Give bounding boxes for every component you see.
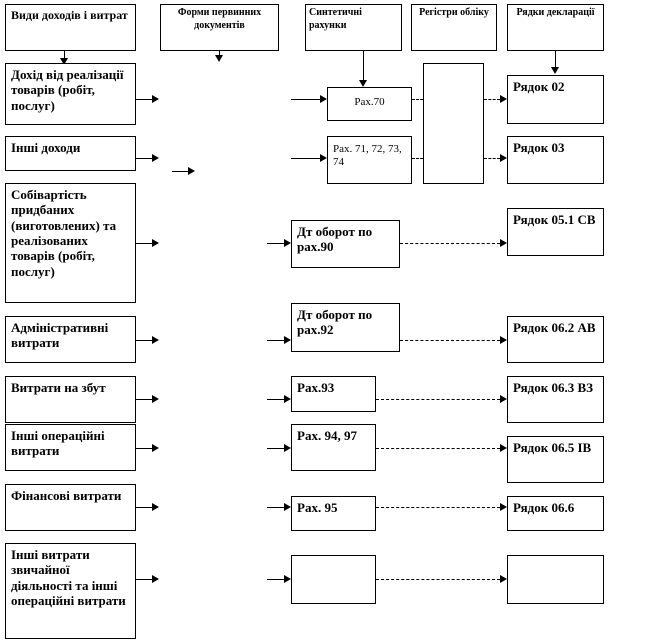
arrow-head bbox=[152, 444, 159, 452]
connector-line bbox=[267, 340, 284, 341]
arrow-head bbox=[152, 575, 159, 583]
connector-line bbox=[136, 448, 152, 449]
connector-line bbox=[267, 399, 284, 400]
row-label-admin: Адміністративні витрати bbox=[5, 316, 136, 363]
connector-line bbox=[136, 399, 152, 400]
account-box-71-74: Рах. 71, 72, 73, 74 bbox=[327, 136, 412, 184]
declaration-box-065: Рядок 06.5 ІВ bbox=[507, 436, 604, 483]
arrow-head bbox=[188, 167, 195, 175]
header-types: Види доходів і витрат bbox=[5, 4, 136, 51]
header-synthetic: Синтетичні рахунки bbox=[305, 4, 402, 51]
connector-line bbox=[484, 158, 500, 159]
account-box-92: Дт оборот по рах.92 bbox=[291, 303, 400, 352]
connector-line bbox=[400, 340, 500, 341]
declaration-box-empty bbox=[507, 555, 604, 604]
connector-line bbox=[136, 340, 152, 341]
connector-line bbox=[400, 243, 500, 244]
account-box-93: Рах.93 bbox=[291, 376, 376, 412]
registers-box bbox=[423, 63, 484, 184]
arrow-head bbox=[500, 95, 507, 103]
declaration-box-03: Рядок 03 bbox=[507, 136, 604, 184]
header-forms: Форми первинних документів bbox=[160, 4, 279, 51]
arrow-head bbox=[500, 395, 507, 403]
arrow-head bbox=[500, 575, 507, 583]
arrow-rows-down bbox=[555, 51, 556, 68]
arrow-types-down bbox=[64, 51, 65, 60]
arrow-head bbox=[152, 503, 159, 511]
connector-line bbox=[376, 507, 500, 508]
arrow-head bbox=[284, 503, 291, 511]
arrow-head bbox=[500, 503, 507, 511]
arrow-head bbox=[284, 395, 291, 403]
connector-line bbox=[267, 448, 284, 449]
declaration-box-063: Рядок 06.3 ВЗ bbox=[507, 376, 604, 423]
arrow-head bbox=[284, 444, 291, 452]
connector-line bbox=[172, 171, 188, 172]
row-label-other-expenses: Інші витрати звичайної діяльності та інш… bbox=[5, 543, 136, 639]
connector-line bbox=[267, 243, 284, 244]
connector-line bbox=[376, 579, 500, 580]
connector-line bbox=[136, 158, 152, 159]
account-box-95: Рах. 95 bbox=[291, 496, 376, 531]
arrow-head bbox=[500, 239, 507, 247]
declaration-box-062: Рядок 06.2 АВ bbox=[507, 316, 604, 363]
account-box-90: Дт оборот по рах.90 bbox=[291, 220, 400, 268]
arrow-head bbox=[152, 239, 159, 247]
arrow-head bbox=[320, 95, 327, 103]
header-registers: Регістри обліку bbox=[411, 4, 497, 51]
arrow-head bbox=[152, 336, 159, 344]
arrow-head bbox=[284, 239, 291, 247]
connector-line bbox=[412, 158, 423, 159]
connector-line bbox=[136, 99, 152, 100]
row-label-other-operating: Інші операційні витрати bbox=[5, 424, 136, 471]
arrow-types-down-head bbox=[60, 58, 68, 65]
row-label-other-income: Інші доходи bbox=[5, 136, 136, 171]
arrow-synthetic-down-head bbox=[359, 80, 367, 87]
account-box-empty bbox=[291, 555, 376, 604]
arrow-forms-down-head bbox=[215, 55, 223, 62]
arrow-head bbox=[500, 336, 507, 344]
arrow-forms-down bbox=[219, 51, 220, 58]
row-label-cost: Собівартість придбаних (виготовлених) та… bbox=[5, 183, 136, 303]
connector-line bbox=[267, 507, 284, 508]
arrow-head bbox=[284, 575, 291, 583]
account-box-94-97: Рах. 94, 97 bbox=[291, 424, 376, 471]
header-rows: Рядки декларації bbox=[507, 4, 604, 51]
arrow-rows-down-head bbox=[551, 67, 559, 74]
arrow-head bbox=[152, 95, 159, 103]
row-label-sales: Витрати на збут bbox=[5, 376, 136, 423]
connector-line bbox=[136, 579, 152, 580]
row-label-financial: Фінансові витрати bbox=[5, 484, 136, 531]
connector-line bbox=[136, 507, 152, 508]
declaration-box-066: Рядок 06.6 bbox=[507, 496, 604, 531]
declaration-box-051: Рядок 05.1 СВ bbox=[507, 208, 604, 256]
account-box-70: Рах.70 bbox=[327, 87, 412, 121]
connector-line bbox=[267, 579, 284, 580]
row-label-revenue: Дохід від реалізації товарів (робіт, пос… bbox=[5, 63, 136, 125]
arrow-head bbox=[500, 154, 507, 162]
connector-line bbox=[412, 99, 423, 100]
connector-line bbox=[291, 99, 320, 100]
arrow-head bbox=[320, 154, 327, 162]
arrow-head bbox=[152, 154, 159, 162]
connector-line bbox=[291, 158, 320, 159]
connector-line bbox=[136, 243, 152, 244]
connector-line bbox=[484, 99, 500, 100]
declaration-box-02: Рядок 02 bbox=[507, 75, 604, 124]
connector-line bbox=[376, 448, 500, 449]
connector-line bbox=[376, 399, 500, 400]
arrow-synthetic-down bbox=[363, 51, 364, 81]
arrow-head bbox=[284, 336, 291, 344]
arrow-head bbox=[152, 395, 159, 403]
arrow-head bbox=[500, 444, 507, 452]
